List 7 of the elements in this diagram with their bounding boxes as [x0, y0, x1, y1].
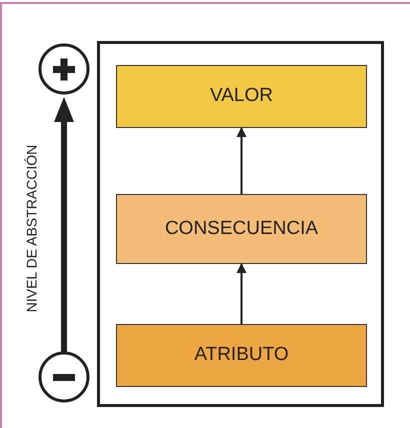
process-box: ATRIBUTO — [116, 324, 367, 387]
arrow — [236, 127, 246, 194]
axis-label: NIVEL DE ABSTRACCIÓN — [22, 144, 40, 312]
process-box: CONSECUENCIA — [116, 194, 367, 264]
arrow — [236, 263, 246, 324]
process-box: VALOR — [116, 65, 367, 128]
frame-box — [97, 41, 384, 407]
